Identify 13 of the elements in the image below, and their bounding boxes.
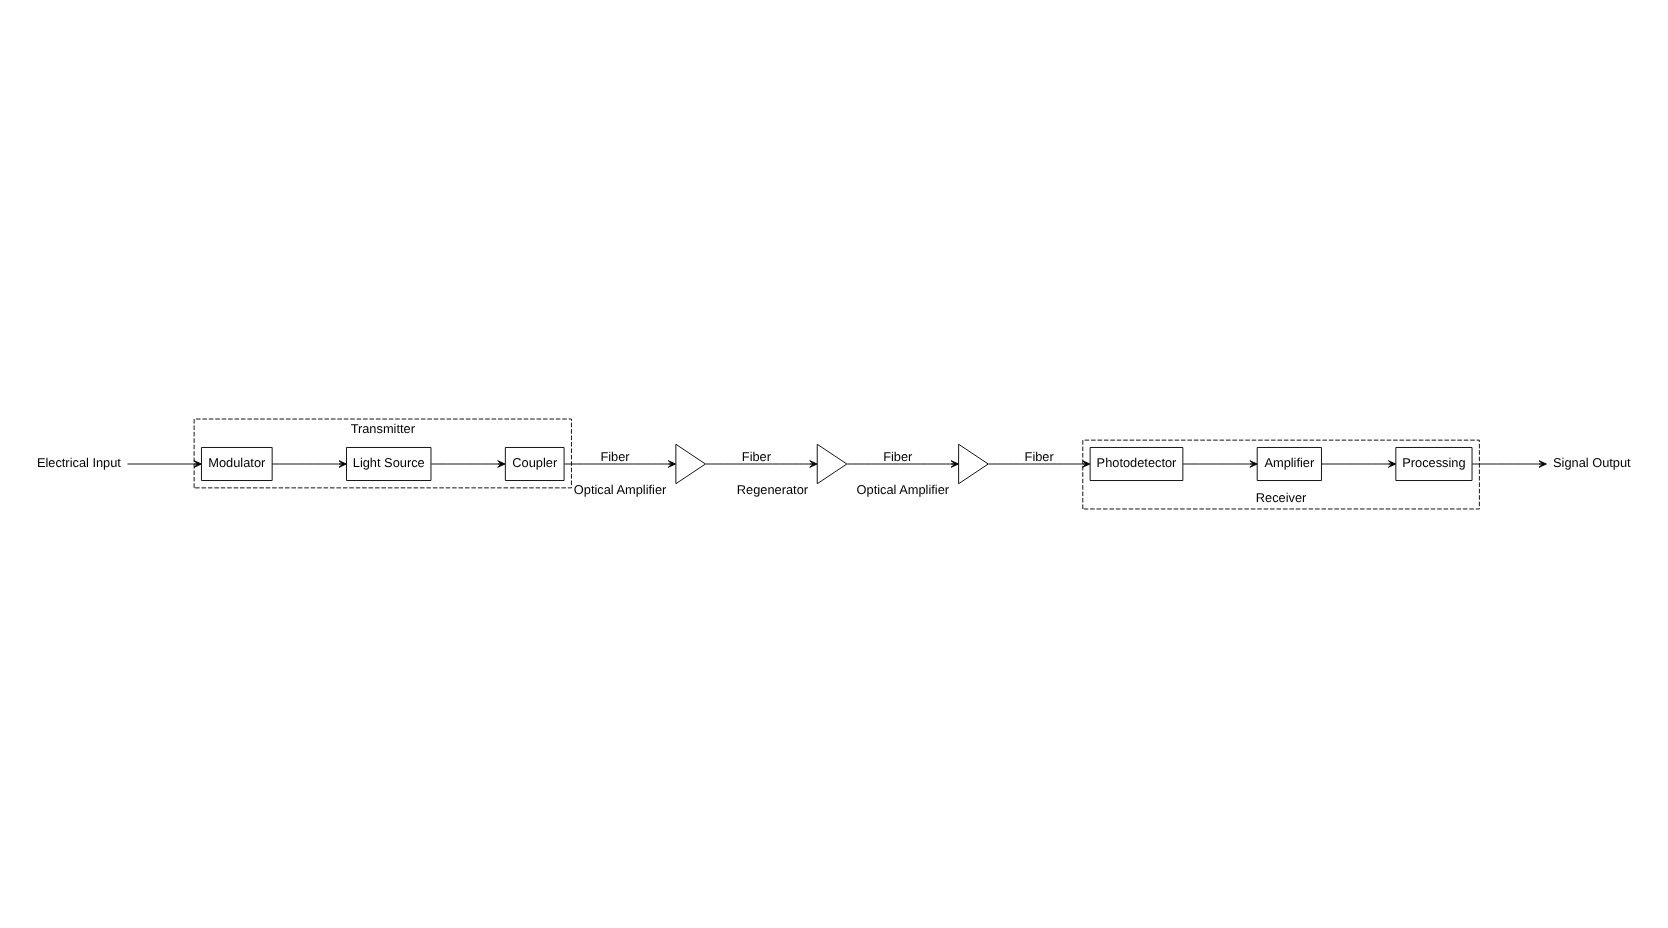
arrow xyxy=(1321,460,1397,468)
arrow xyxy=(127,460,202,468)
arrow xyxy=(705,460,818,468)
node-triangle xyxy=(958,443,989,485)
node-triangle xyxy=(816,443,848,485)
arrow xyxy=(988,460,1091,468)
arrow xyxy=(271,460,347,468)
arrow xyxy=(430,460,506,468)
arrow xyxy=(1471,460,1547,468)
node-triangle xyxy=(675,443,706,485)
arrow xyxy=(1182,460,1258,468)
arrow xyxy=(846,460,959,468)
arrow xyxy=(563,460,677,468)
